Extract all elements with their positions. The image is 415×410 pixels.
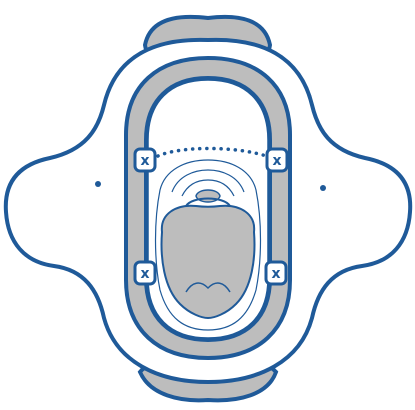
screw-dot-icon — [320, 185, 326, 191]
clip-glyph: x — [271, 266, 280, 282]
clip-bottom-left: x — [135, 262, 155, 284]
screw-dot-icon — [95, 181, 101, 187]
clip-bottom-right: x — [266, 262, 286, 284]
clip-top-left: x — [135, 149, 155, 171]
clip-glyph: x — [140, 266, 149, 282]
clip-top-right: x — [267, 149, 287, 171]
clip-glyph: x — [140, 153, 149, 169]
uvula — [196, 190, 220, 202]
clip-glyph: x — [272, 153, 281, 169]
